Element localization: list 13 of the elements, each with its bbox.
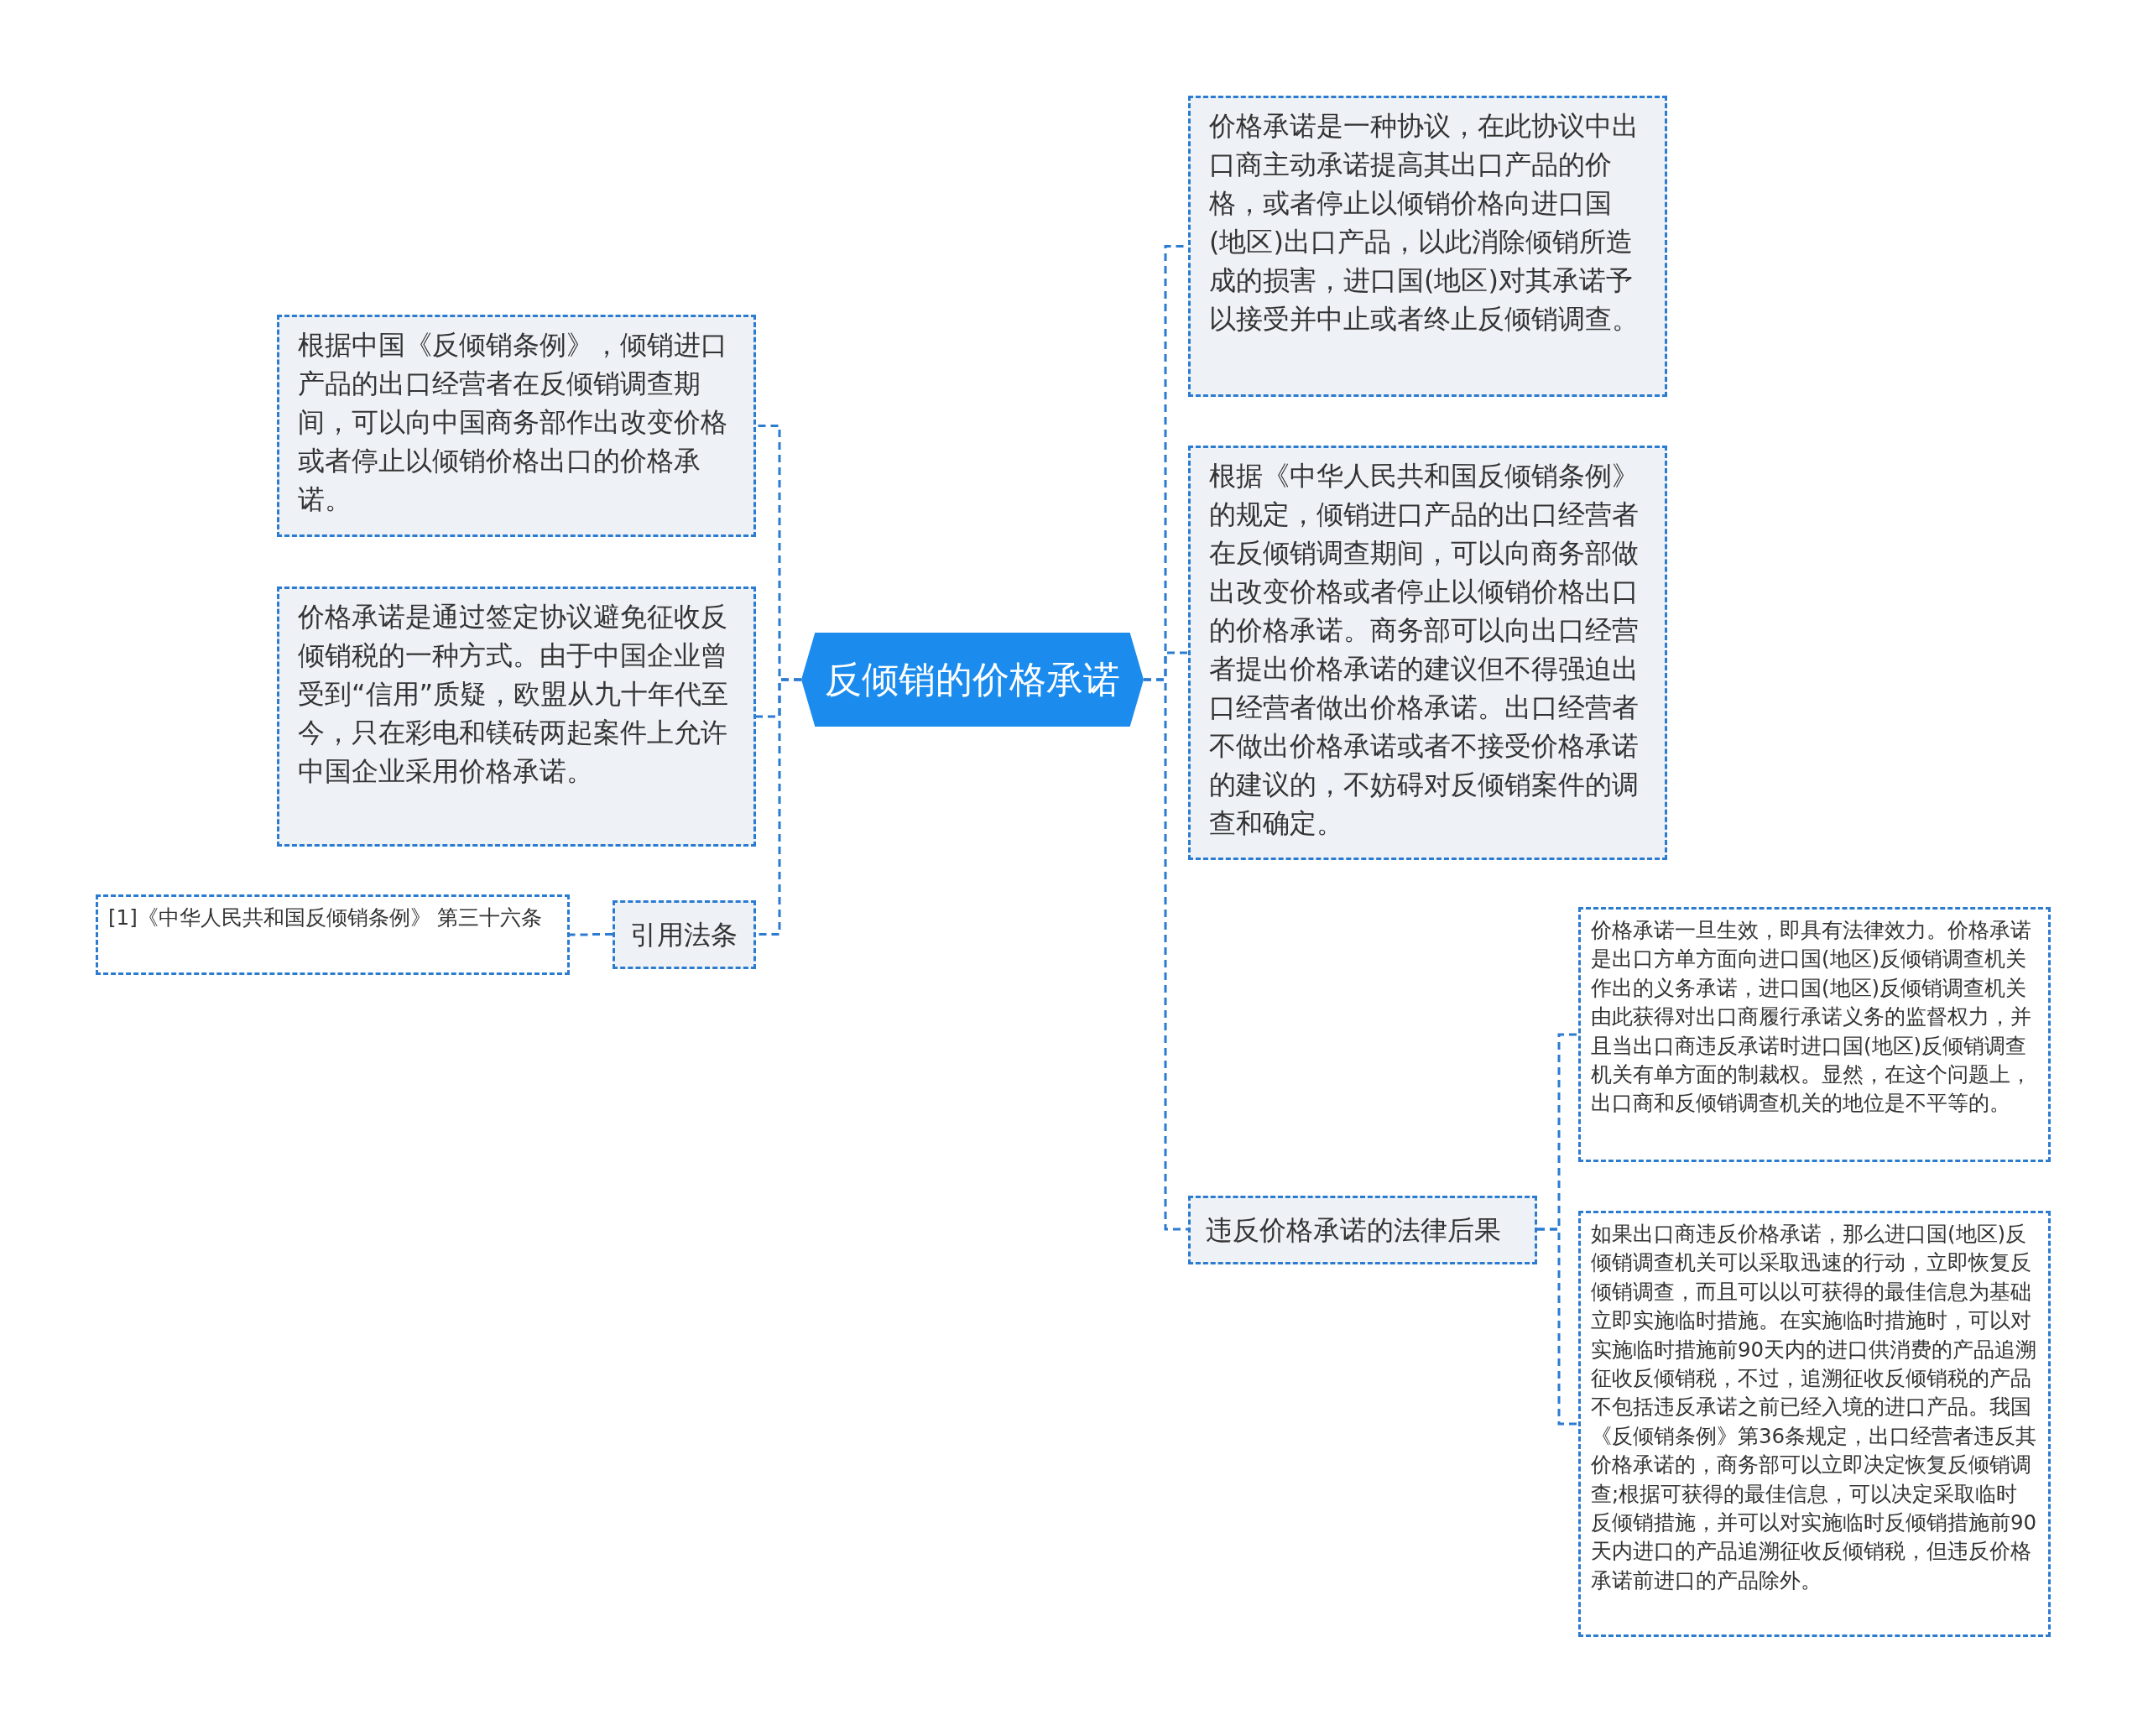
connector-line xyxy=(1537,1228,1578,1426)
topic-box: 引用法条 xyxy=(613,900,756,969)
note-box: [1]《中华人民共和国反倾销条例》 第三十六条 xyxy=(96,894,570,975)
central-topic: 反倾销的价格承诺 xyxy=(801,633,1144,727)
topic-box: 价格承诺是一种协议，在此协议中出口商主动承诺提高其出口产品的价格，或者停止以倾销价格向进口国(地区)出口产品，以此消除倾销所造成的损害，进口国(地区)对其承诺予以接受并中止或者终止反倾销调查。 xyxy=(1188,96,1667,397)
topic-box: 根据《中华人民共和国反倾销条例》的规定，倾销进口产品的出口经营者在反倾销调查期间，可以向商务部做出改变价格或者停止以倾销价格出口的价格承诺。商务部可以向出口经营者提出价格承诺的建议但不得强迫出口经营者做出价格承诺。出口经营者不做出价格承诺或者不接受价格承诺的建议的，不妨碍对反倾销案件的调查和确定。 xyxy=(1188,446,1667,860)
topic-box: 根据中国《反倾销条例》，倾销进口产品的出口经营者在反倾销调查期间，可以向中国商务部作出改变价格或者停止以倾销价格出口的价格承诺。 xyxy=(277,315,756,537)
connector-line xyxy=(570,933,613,936)
note-box: 如果出口商违反价格承诺，那么进口国(地区)反倾销调查机关可以采取迅速的行动，立即恢复反倾销调查，而且可以以可获得的最佳信息为基础立即实施临时措施。在实施临时措施时，可以对实施临时措施前90天内的进口供消费的产品追溯征收反倾销税，不过，追溯征收反倾销税的产品不包括违反承诺之前已经入境的进口产品。我国《反倾销条例》第36条规定，出口经营者违反其价格承诺的，商务部可以立即决定恢复反倾销调查;根据可获得的最佳信息，可以决定采取临时反倾销措施，并可以对实施临时反倾销措施前90天内进口的产品追溯征收反倾销税，但违反价格承诺前进口的产品除外。 xyxy=(1578,1211,2051,1637)
note-box: 价格承诺一旦生效，即具有法律效力。价格承诺是出口方单方面向进口国(地区)反倾销调查机关作出的义务承诺，进口国(地区)反倾销调查机关由此获得对出口商履行承诺义务的监督权力，并且当出口商违反承诺时进口国(地区)反倾销调查机关有单方面的制裁权。显然，在这个问题上，出口商和反倾销调查机关的地位是不平等的。 xyxy=(1578,907,2051,1162)
connector-line xyxy=(1144,678,1188,1231)
topic-box: 违反价格承诺的法律后果 xyxy=(1188,1196,1537,1264)
topic-box: 价格承诺是通过签定协议避免征收反倾销税的一种方式。由于中国企业曾受到“信用”质疑，欧盟从九十年代至今，只在彩电和镁砖两起案件上允许中国企业采用价格承诺。 xyxy=(277,586,756,847)
